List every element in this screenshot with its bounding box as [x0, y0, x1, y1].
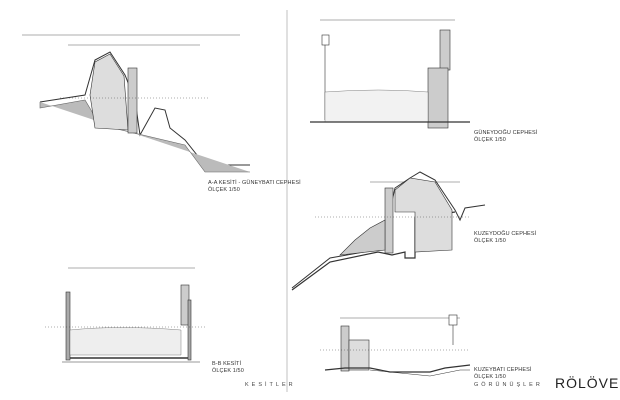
northwest-title: KUZEYBATI CEPHESİ — [474, 367, 532, 373]
southeast-scale: ÖLÇEK 1/50 — [474, 137, 506, 143]
aa-section-scale: ÖLÇEK 1/50 — [208, 187, 240, 193]
southeast-title: GÜNEYDOĞU CEPHESİ — [474, 130, 538, 136]
bb-section-title: B-B KESİTİ — [212, 361, 242, 367]
aa-section-drawing — [22, 34, 250, 173]
northeast-scale: ÖLÇEK 1/50 — [474, 238, 506, 244]
bb-section-drawing — [45, 267, 205, 363]
northwest-elevation-drawing — [320, 314, 471, 377]
southeast-elevation-drawing — [310, 19, 470, 129]
northwest-scale: ÖLÇEK 1/50 — [474, 374, 506, 380]
sheet-title: RÖLÖVE — [555, 375, 620, 391]
northeast-elevation-drawing — [291, 171, 486, 291]
aa-section-title: A-A KESİTİ - GÜNEYBATI CEPHESİ — [208, 180, 301, 186]
bb-section-scale: ÖLÇEK 1/50 — [212, 368, 244, 374]
northeast-title: KUZEYDOĞU CEPHESİ — [474, 231, 537, 237]
sections-group-label: KESİTLER — [245, 382, 296, 388]
elevations-group-label: GÖRÜNÜŞLER — [474, 382, 543, 388]
